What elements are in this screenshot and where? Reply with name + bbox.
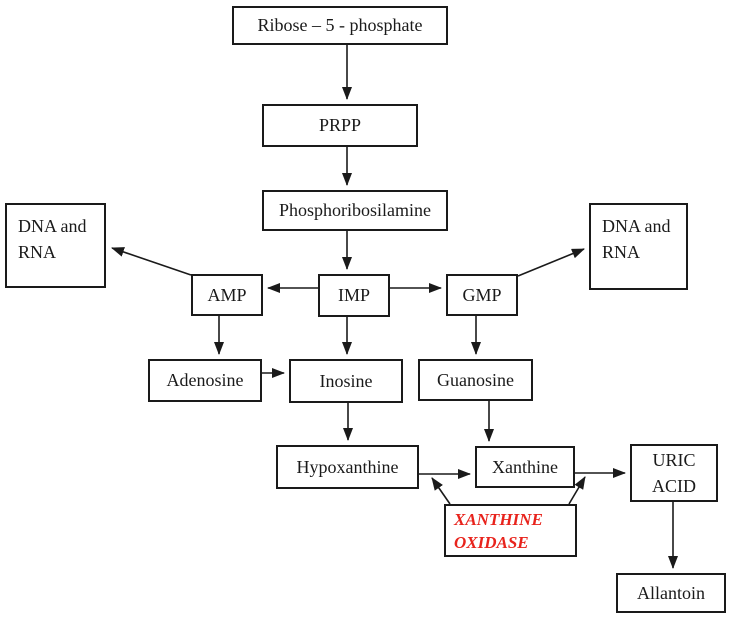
node-guanosine: Guanosine [418,359,533,401]
node-phosphoribosilamine: Phosphoribosilamine [262,190,448,231]
node-hypoxanthine: Hypoxanthine [276,445,419,489]
node-amp: AMP [191,274,263,316]
node-uric-acid: URIC ACID [630,444,718,502]
node-prpp: PRPP [262,104,418,147]
node-xanthine: Xanthine [475,446,575,488]
node-inosine: Inosine [289,359,403,403]
node-adenosine: Adenosine [148,359,262,402]
node-xanthine-oxidase-enzyme-label: XANTHINE OXIDASE [444,504,577,557]
arrow-xanthine-oxidase-to-left-reaction [431,477,451,505]
node-ribose-5-phosphate: Ribose – 5 - phosphate [232,6,448,45]
node-dna-rna-right: DNA and RNA [589,203,688,290]
arrow-xanthine-oxidase-to-right-reaction [568,476,586,505]
node-gmp: GMP [446,274,518,316]
node-allantoin: Allantoin [616,573,726,613]
arrow-gmp-to-dna-rna-right [517,248,585,277]
arrow-amp-to-dna-rna-left [111,247,192,276]
node-imp: IMP [318,274,390,317]
node-dna-rna-left: DNA and RNA [5,203,106,288]
